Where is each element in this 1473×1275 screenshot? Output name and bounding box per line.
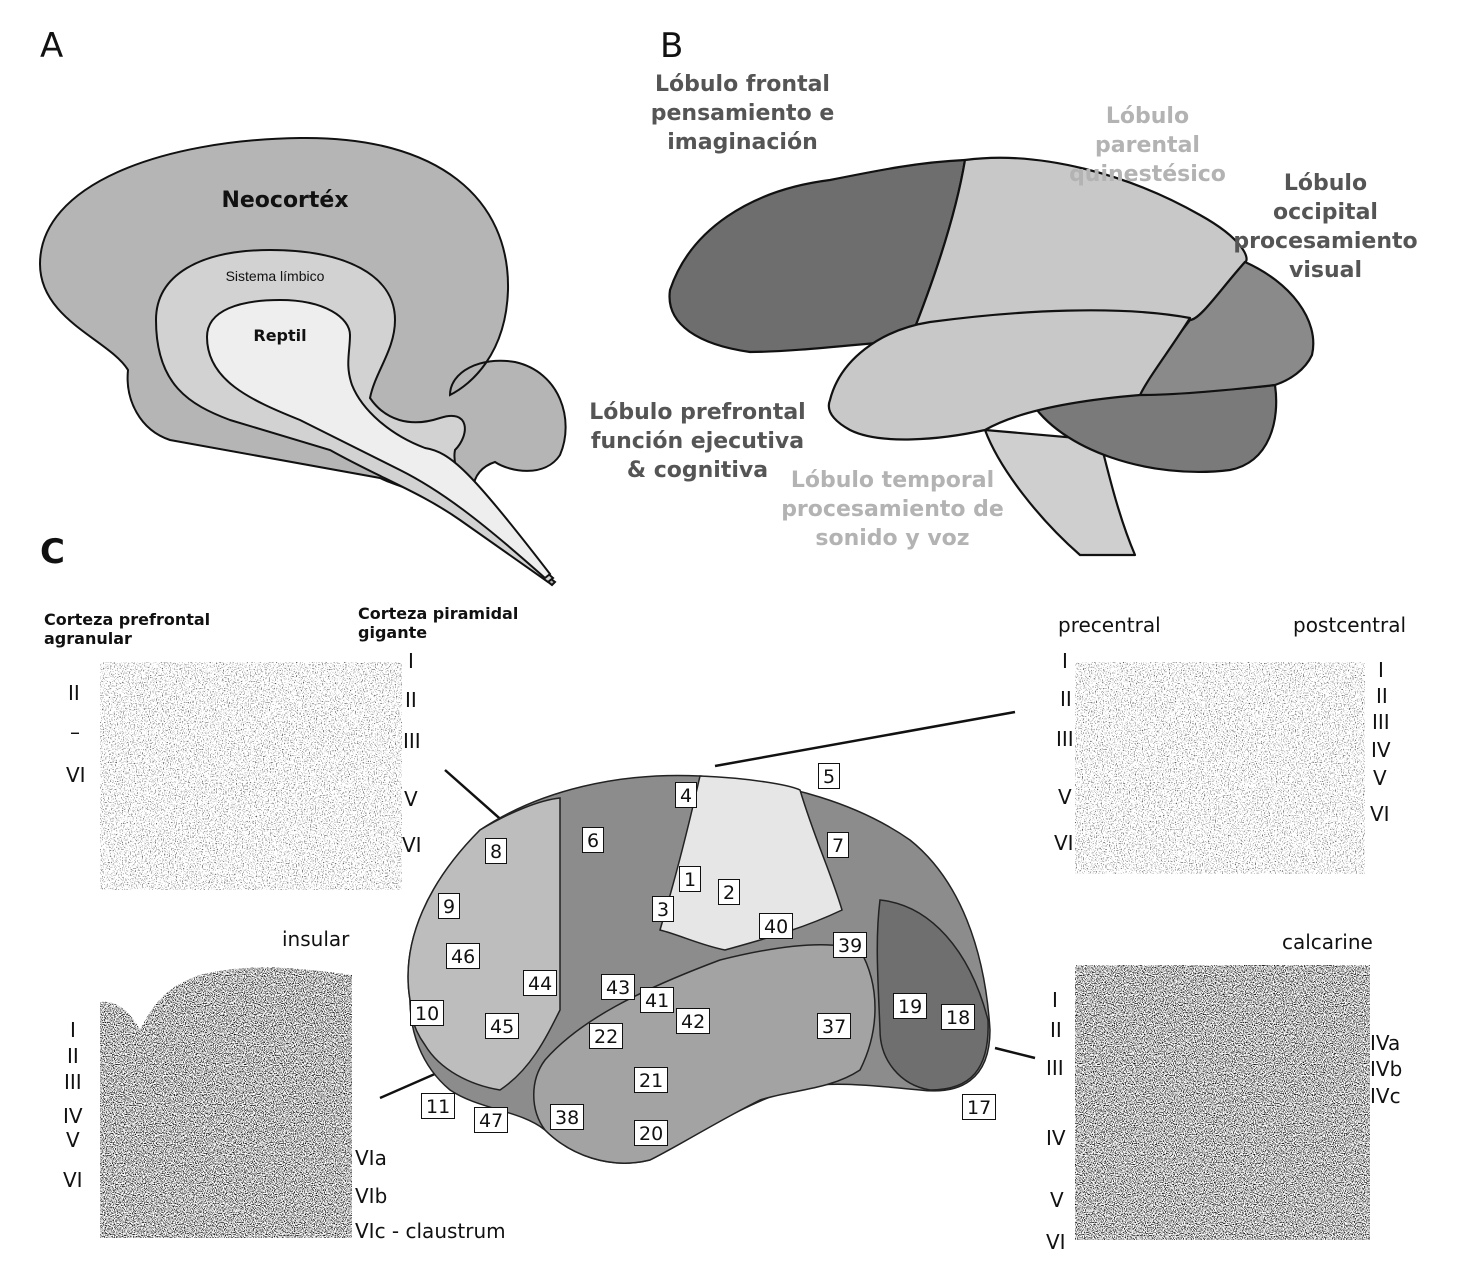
layer-label: VI — [402, 833, 422, 857]
brodmann-area-46: 46 — [446, 943, 481, 969]
histology-sections — [100, 662, 1370, 1240]
brodmann-area-37: 37 — [817, 1013, 852, 1039]
brodmann-area-2: 2 — [718, 879, 741, 905]
layer-label: II — [1376, 684, 1388, 708]
brodmann-area-11: 11 — [421, 1093, 456, 1119]
brodmann-area-41: 41 — [640, 987, 675, 1013]
layer-label: I — [408, 649, 414, 673]
layer-label: VIc - claustrum — [355, 1219, 506, 1243]
layer-label: V — [404, 787, 418, 811]
layer-label: I — [70, 1018, 76, 1042]
agranular-tissue — [100, 662, 402, 890]
precentral-title: precentral — [1058, 613, 1161, 637]
layer-label: V — [1058, 785, 1072, 809]
brodmann-area-44: 44 — [523, 970, 558, 996]
layer-label: V — [66, 1128, 80, 1152]
layer-label: VI — [1054, 831, 1074, 855]
layer-label: II — [68, 681, 80, 705]
panel-c-letter: C — [40, 532, 65, 572]
layer-label: VI — [66, 763, 86, 787]
brodmann-area-4: 4 — [675, 782, 698, 808]
lobes-brain-diagram — [668, 156, 1315, 557]
layer-label: VI — [63, 1168, 83, 1192]
layer-label: I — [1062, 649, 1068, 673]
layer-label: IVa — [1370, 1031, 1401, 1055]
postcentral-title: postcentral — [1293, 613, 1407, 637]
layer-label: III — [403, 729, 421, 753]
panel-b-letter: B — [660, 26, 684, 66]
brodmann-area-17: 17 — [962, 1094, 997, 1120]
insular-tissue-top — [100, 958, 352, 1030]
brodmann-area-39: 39 — [833, 932, 868, 958]
layer-label: VI — [1370, 802, 1390, 826]
layer-label: IVc — [1370, 1084, 1401, 1108]
brodmann-area-21: 21 — [634, 1067, 669, 1093]
layer-label: VI — [1046, 1230, 1066, 1254]
brodmann-area-38: 38 — [550, 1104, 585, 1130]
layer-label: III — [64, 1070, 82, 1094]
layer-label: V — [1050, 1188, 1064, 1212]
lateral-cortex-brain — [407, 774, 991, 1164]
layer-label: I — [1378, 658, 1384, 682]
layer-label: III — [1046, 1056, 1064, 1080]
layer-label: VIb — [355, 1184, 388, 1208]
brodmann-area-20: 20 — [634, 1120, 669, 1146]
layer-label: II — [405, 688, 417, 712]
temporal-region — [533, 944, 876, 1164]
insular-title: insular — [282, 927, 350, 951]
brodmann-area-22: 22 — [589, 1023, 624, 1049]
brodmann-area-47: 47 — [474, 1107, 509, 1133]
layer-label: IV — [1371, 738, 1391, 762]
brodmann-area-18: 18 — [941, 1004, 976, 1030]
brodmann-area-1: 1 — [679, 866, 702, 892]
reptile-region — [205, 298, 552, 580]
motor-tissue — [1075, 662, 1365, 874]
calcarine-title: calcarine — [1282, 930, 1373, 954]
layer-label: IV — [1046, 1126, 1066, 1150]
layer-label: IVb — [1370, 1057, 1403, 1081]
layer-label: IV — [63, 1104, 83, 1128]
layer-label: II — [1060, 687, 1072, 711]
brodmann-area-7: 7 — [827, 832, 850, 858]
prefrontal-region — [407, 797, 561, 1091]
brodmann-area-42: 42 — [676, 1008, 711, 1034]
layer-label: III — [1056, 727, 1074, 751]
occipital-region — [876, 899, 989, 1091]
reptile-label: Reptil — [253, 326, 307, 345]
calcarine-tissue — [1075, 965, 1370, 1240]
limbic-system-label: Sistema límbico — [225, 268, 325, 284]
layer-label: II — [1050, 1018, 1062, 1042]
brodmann-area-8: 8 — [485, 838, 508, 864]
neocortex-label: Neocortéx — [221, 188, 349, 213]
brodmann-area-10: 10 — [410, 1000, 445, 1026]
brodmann-area-3: 3 — [652, 896, 675, 922]
layer-label: III — [1372, 710, 1390, 734]
brodmann-area-19: 19 — [893, 993, 928, 1019]
temporal-lobe — [827, 309, 1192, 441]
panel-a-letter: A — [40, 26, 64, 66]
layer-label: – — [70, 720, 80, 744]
brodmann-area-9: 9 — [438, 893, 461, 919]
occipital-lobe — [1138, 260, 1315, 397]
brodmann-area-45: 45 — [485, 1013, 520, 1039]
layer-label: VIa — [355, 1146, 387, 1170]
layer-label: II — [67, 1044, 79, 1068]
brainstem — [983, 428, 1137, 557]
layer-label: I — [1052, 988, 1058, 1012]
brodmann-area-6: 6 — [582, 827, 605, 853]
triune-brain-diagram — [38, 136, 567, 587]
brodmann-area-43: 43 — [601, 974, 636, 1000]
brodmann-area-40: 40 — [759, 913, 794, 939]
layer-label: V — [1373, 766, 1387, 790]
brodmann-area-5: 5 — [818, 763, 841, 789]
